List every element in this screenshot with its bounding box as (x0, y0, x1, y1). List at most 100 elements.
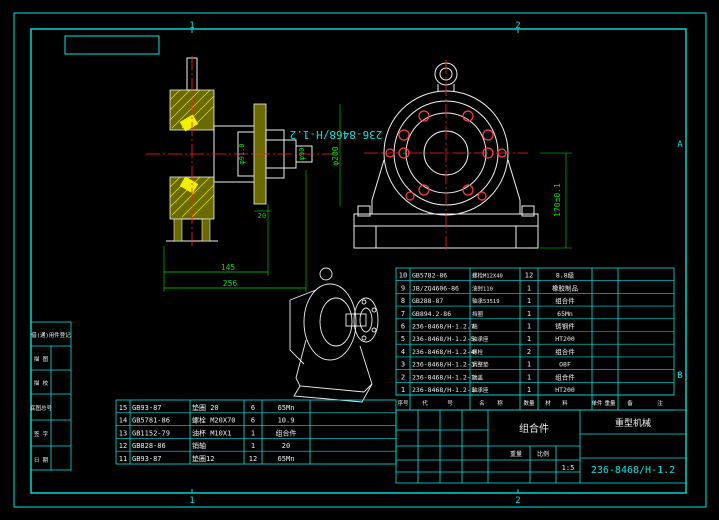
zone-mark-top-2: 2 (515, 21, 520, 31)
part-name: 端盖 (472, 373, 484, 381)
side-label: 借(通)用件登记 (31, 331, 71, 339)
company-name: 重型机械 (615, 417, 651, 429)
part-name: 油杯 M10X1 (192, 428, 231, 437)
part-material: 65Mn (278, 455, 295, 463)
outer-frame (13, 12, 707, 508)
part-code: GB5782-86 (412, 272, 447, 280)
upper-parts-header: 序号代号名称数量材料单件重量备注 (397, 399, 663, 407)
side-label: 底图总号 (30, 404, 53, 412)
part-code: 236-8468/H-1.2.7 (412, 323, 475, 331)
part-code: GB93-87 (132, 455, 162, 463)
header-cell: 料 (562, 399, 568, 407)
section-view: 145 256 20 φ200 φ91.0 φ90 (146, 56, 341, 292)
part-material: 组合件 (555, 296, 575, 305)
part-material: 20 (282, 442, 290, 450)
header-cell: 注 (657, 399, 663, 407)
part-material: 铸钢件 (555, 322, 575, 331)
part-no: 13 (119, 429, 127, 437)
header-cell: 数量 (523, 399, 535, 407)
part-material: O8F (559, 361, 571, 369)
part-qty: 1 (527, 284, 531, 292)
part-code: GB93-87 (132, 404, 162, 412)
part-name: 垫圈12 (192, 454, 214, 463)
part-name: 轴 (472, 323, 478, 331)
part-name: 螺栓 (472, 348, 484, 356)
part-code: GB1152-79 (132, 429, 170, 437)
mass-label: 重量 (510, 450, 522, 458)
part-qty: 6 (251, 417, 255, 425)
part-material: 组合件 (276, 428, 297, 437)
part-no: 15 (119, 404, 127, 412)
part-no: 10 (399, 272, 407, 280)
dim-20: 20 (258, 212, 266, 220)
zone-mark-right-a: A (677, 140, 683, 150)
part-no: 5 (401, 335, 405, 343)
zone-mark-bottom-2: 2 (515, 496, 520, 506)
part-material: 橡胶制品 (552, 283, 578, 292)
drawing-number: 236-8468/H-1.2 (591, 465, 675, 476)
part-name: 轴承座 (472, 335, 489, 343)
part-material: 65Mn (278, 404, 295, 412)
header-cell: 序号 (397, 399, 409, 407)
end-view: 170±0.1 (353, 60, 572, 252)
part-name: 挡圈 (472, 310, 484, 318)
header-cell: 代 (422, 399, 428, 407)
side-label: 描 校 (34, 379, 49, 387)
dim-bore: φ91.0 (238, 143, 246, 164)
part-code: GB828-86 (132, 442, 166, 450)
part-code: 236-8468/H-1.2-1 (412, 386, 475, 394)
part-no: 2 (401, 373, 405, 381)
side-label: 日 期 (34, 457, 49, 464)
part-no: 14 (119, 417, 127, 425)
part-qty: 1 (251, 429, 255, 437)
part-no: 12 (119, 442, 127, 450)
part-material: 组合件 (555, 372, 575, 381)
part-qty: 1 (527, 323, 531, 331)
part-material: HT200 (555, 386, 575, 394)
part-name: 调整垫 (472, 361, 489, 369)
scale-label: 比例 (537, 450, 549, 458)
part-code: GB5781-86 (132, 417, 170, 425)
part-code: 236-8468/H-1.2-5 (412, 335, 475, 343)
part-no: 11 (119, 455, 127, 463)
assembly-name: 组合件 (519, 422, 549, 435)
part-material: 65Mn (557, 310, 573, 318)
part-name: 油封110 (472, 284, 493, 292)
side-strip (30, 321, 72, 471)
isometric-view (289, 267, 379, 403)
part-name: 轴承53519 (472, 297, 500, 305)
part-name: 垫圈 20 (192, 403, 219, 412)
header-cell: 称 (497, 399, 503, 407)
part-no: 6 (401, 323, 405, 331)
part-material: 10.9 (278, 417, 295, 425)
inner-frame (30, 28, 687, 494)
part-code: GB288-87 (412, 297, 443, 305)
header-cell: 单件 (591, 399, 603, 407)
part-qty: 1 (527, 310, 531, 318)
part-name: 轴承座 (472, 386, 489, 394)
title-stamp-frame (64, 35, 160, 55)
part-no: 3 (401, 361, 405, 369)
part-qty: 6 (251, 404, 255, 412)
part-qty: 1 (251, 442, 255, 450)
part-code: JB/ZQ4606-86 (412, 284, 459, 292)
part-qty: 1 (527, 335, 531, 343)
dim-phi200: φ200 (331, 146, 340, 165)
scale-value: 1:5 (562, 464, 575, 472)
title-stamp: 236-8468/H-1.2 (290, 128, 383, 141)
dim-keyway: φ90 (298, 148, 306, 161)
part-name: 螺栓 M20X70 (192, 416, 236, 425)
side-label: 签 字 (34, 430, 49, 438)
header-cell: 备 (627, 399, 633, 407)
part-qty: 12 (249, 455, 257, 463)
part-code: 236-8468/H-1.2-4 (412, 348, 475, 356)
part-no: 9 (401, 284, 405, 292)
dim-145: 145 (221, 263, 236, 272)
header-cell: 号 (447, 400, 453, 407)
part-code: GB894.2-86 (412, 310, 451, 318)
part-no: 1 (401, 386, 405, 394)
